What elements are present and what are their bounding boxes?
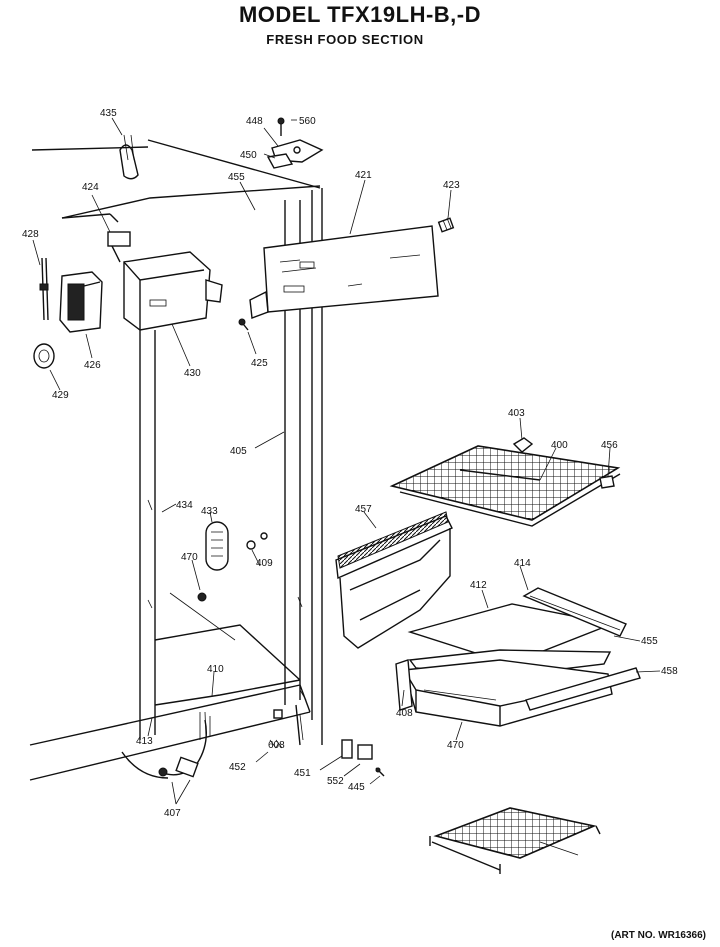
callout-425: 425 [251, 358, 268, 369]
callout-435: 435 [100, 108, 117, 119]
callout-423: 423 [443, 180, 460, 191]
callout-403-right: 456 [601, 440, 618, 451]
callout-412: 414 [514, 558, 531, 569]
callout-433: 470 [181, 552, 198, 563]
callout-428: 428 [22, 229, 39, 240]
art-number: (ART NO. WR16366) [610, 930, 706, 941]
part-429-lamp [33, 343, 55, 369]
callout-470-upper: 409 [256, 558, 273, 569]
callout-445: 407 [164, 808, 181, 819]
part-445-power-cord [121, 711, 211, 779]
part-421-control-panel [249, 225, 439, 319]
part-470-plug [246, 532, 268, 550]
callout-410: 458 [661, 666, 678, 677]
callout-560: 560 [299, 116, 316, 127]
part-410-rail [525, 667, 641, 711]
callout-608: 452 [229, 762, 246, 773]
part-434-grille [205, 521, 229, 571]
diagram-subtitle: FRESH FOOD SECTION [266, 32, 424, 47]
callout-458: 413 [136, 736, 153, 747]
callout-421: 421 [355, 170, 372, 181]
callout-430: 430 [184, 368, 201, 379]
callout-470-lower: 608 [268, 740, 285, 751]
leader-lines [32, 117, 661, 856]
callout-labels: 435 448 560 450 421 455 424 423 428 426 … [22, 108, 678, 819]
part-407-wire-shelf [429, 807, 601, 874]
part-400-wire-shelf [389, 445, 621, 527]
part-450-hinge-bracket [266, 117, 324, 169]
cabinet-liner [29, 139, 353, 781]
part-435-clip [119, 134, 139, 180]
callout-455: 455 [228, 172, 245, 183]
callout-456: 405 [230, 446, 247, 457]
callout-448: 448 [246, 116, 263, 127]
part-423-knob [437, 217, 455, 233]
part-403-shelf-clips [512, 437, 615, 489]
callout-457: 434 [176, 500, 193, 511]
part-426-socket [59, 271, 103, 333]
callout-450: 450 [240, 150, 257, 161]
callout-434: 433 [201, 506, 218, 517]
part-425-screw [238, 318, 249, 331]
callout-413: 408 [396, 708, 413, 719]
callout-408: 470 [447, 740, 464, 751]
callout-403-left: 403 [508, 408, 525, 419]
part-608-screws [269, 739, 283, 749]
diagram-title: MODEL TFX19LH-B,-D [238, 2, 482, 27]
callout-429: 429 [52, 390, 69, 401]
part-428-switch [39, 257, 49, 321]
part-430-light-housing [107, 231, 223, 331]
part-433-cap [197, 592, 207, 602]
part-412-rail [522, 587, 627, 637]
callout-405: 457 [355, 504, 372, 515]
callout-414: 455 [641, 636, 658, 647]
part-405-crisper-support [335, 511, 453, 649]
callout-400: 400 [551, 440, 568, 451]
callout-426: 426 [84, 360, 101, 371]
callout-451: 552 [327, 776, 344, 787]
callout-552: 445 [348, 782, 365, 793]
part-451-bracket [357, 744, 385, 777]
part-413-rail [395, 659, 413, 711]
callout-452: 451 [294, 768, 311, 779]
callout-424: 424 [82, 182, 99, 193]
callout-409: 412 [470, 580, 487, 591]
callout-455-lower: 410 [207, 664, 224, 675]
